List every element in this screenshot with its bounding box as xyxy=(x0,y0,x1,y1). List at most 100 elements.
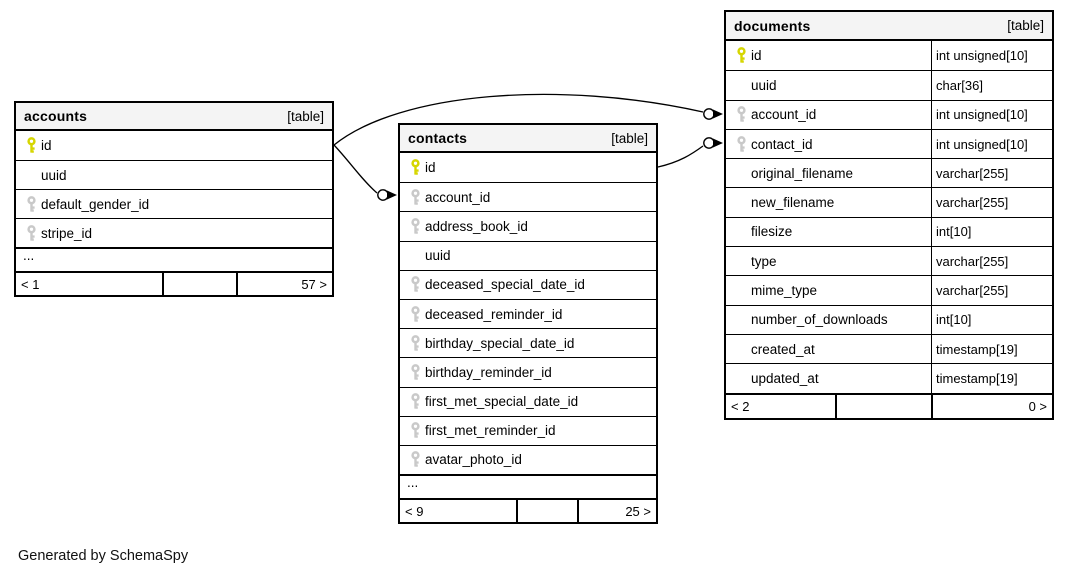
column-name: default_gender_id xyxy=(41,196,150,212)
column-type: int[10] xyxy=(931,305,1052,334)
column-row-new_filename: new_filename varchar[255] xyxy=(726,187,1052,217)
column-row-avatar_photo_id: avatar_photo_id xyxy=(400,444,656,475)
foreign-key-icon xyxy=(16,224,41,242)
column-row-number_of_downloads: number_of_downloads int[10] xyxy=(726,304,1052,334)
column-name: first_met_special_date_id xyxy=(425,394,579,410)
column-row-uuid: uuid char[36] xyxy=(726,70,1052,100)
primary-key-icon xyxy=(16,137,41,154)
column-name: id xyxy=(41,138,52,153)
footer-left-cell: < 2 xyxy=(731,398,750,414)
column-row-id: id int unsigned[10] xyxy=(726,41,1052,71)
column-name: address_book_id xyxy=(425,218,528,234)
column-name: created_at xyxy=(751,341,815,357)
column-name: uuid xyxy=(751,77,777,93)
column-name: account_id xyxy=(425,189,491,205)
generated-by-note: Generated by SchemaSpy xyxy=(18,548,189,564)
table-tag: [table] xyxy=(287,108,324,124)
foreign-key-icon xyxy=(726,106,751,123)
column-name: id xyxy=(425,160,436,176)
footer-right-cell: 57 > xyxy=(236,273,332,295)
truncated-columns-row: ... xyxy=(16,247,332,271)
table-name: documents xyxy=(734,17,811,34)
foreign-key-icon xyxy=(400,334,425,352)
column-name: deceased_reminder_id xyxy=(425,306,563,322)
column-name: birthday_reminder_id xyxy=(425,364,552,380)
ellipsis-text: ... xyxy=(23,248,35,263)
relationship-accounts.id-to-contacts.account_id xyxy=(333,144,397,201)
column-name: contact_id xyxy=(751,136,813,152)
table-header-contacts[interactable]: contacts[table] xyxy=(400,125,656,153)
footer-right-cell: 0 > xyxy=(931,394,1052,418)
column-row-filesize: filesize int[10] xyxy=(726,216,1052,247)
column-type: varchar[255] xyxy=(931,276,1052,305)
arrowhead-marker xyxy=(387,190,397,200)
footer-right-cell: 25 > xyxy=(577,500,656,523)
column-name: filesize xyxy=(751,224,793,240)
column-name: avatar_photo_id xyxy=(425,452,522,468)
column-name: birthday_special_date_id xyxy=(425,335,575,351)
column-name: original_filename xyxy=(751,165,854,181)
cardinality-circle-marker xyxy=(377,189,389,201)
column-type: int unsigned[10] xyxy=(931,41,1052,71)
column-type: int[10] xyxy=(931,217,1052,247)
foreign-key-icon xyxy=(726,135,751,153)
column-name: first_met_reminder_id xyxy=(425,423,556,439)
foreign-key-icon xyxy=(400,188,425,206)
column-row-created_at: created_at timestamp[19] xyxy=(726,333,1052,364)
table-contacts[interactable]: contacts[table] id account_id address_book_… xyxy=(398,123,658,525)
foreign-key-icon xyxy=(400,305,425,323)
column-name: updated_at xyxy=(751,370,819,386)
column-row-id: id xyxy=(16,131,332,160)
table-tag: [table] xyxy=(1007,18,1044,33)
column-row-deceased_reminder_id: deceased_reminder_id xyxy=(400,298,656,329)
column-type: int unsigned[10] xyxy=(931,129,1052,159)
column-row-address_book_id: address_book_id xyxy=(400,211,656,241)
column-name: deceased_special_date_id xyxy=(425,277,585,293)
table-documents[interactable]: documents [table] id int unsigned[10] uuid ch… xyxy=(724,10,1054,420)
table-header-accounts[interactable]: accounts[table] xyxy=(16,103,332,131)
footer-center-cell xyxy=(162,273,236,295)
arrowhead-marker xyxy=(713,138,723,148)
table-footer-contacts: < 9 25 > xyxy=(400,498,656,523)
column-name: id xyxy=(751,48,762,64)
column-row-id: id xyxy=(400,153,656,183)
column-type: varchar[255] xyxy=(931,159,1052,188)
column-row-uuid: uuid xyxy=(16,160,332,189)
table-footer-documents: < 2 0 > xyxy=(726,392,1052,418)
column-name: mime_type xyxy=(751,283,818,299)
cardinality-circle-marker xyxy=(703,137,715,149)
truncated-columns-row: ... xyxy=(400,474,656,499)
column-row-default_gender_id: default_gender_id xyxy=(16,189,332,218)
column-name: account_id xyxy=(751,107,817,123)
column-type: timestamp[19] xyxy=(931,364,1052,393)
column-row-birthday_reminder_id: birthday_reminder_id xyxy=(400,357,656,387)
column-type: varchar[255] xyxy=(931,188,1052,217)
column-name: number_of_downloads xyxy=(751,312,888,328)
column-name: type xyxy=(751,253,777,269)
footer-left-cell: < 1 xyxy=(21,276,40,292)
table-footer-accounts: < 1 57 > xyxy=(16,271,332,295)
column-row-first_met_special_date_id: first_met_special_date_id xyxy=(400,386,656,416)
column-row-uuid: uuid xyxy=(400,240,656,270)
column-row-deceased_special_date_id: deceased_special_date_id xyxy=(400,269,656,299)
relationship-line xyxy=(333,144,378,194)
column-name: new_filename xyxy=(751,195,835,211)
footer-left-cell: < 9 xyxy=(405,503,424,519)
relationship-contacts.id-to-documents.contact_id xyxy=(657,137,723,168)
column-type: char[36] xyxy=(931,71,1052,100)
column-row-first_met_reminder_id: first_met_reminder_id xyxy=(400,415,656,445)
column-row-contact_id: contact_id int unsigned[10] xyxy=(726,128,1052,159)
table-tag: [table] xyxy=(611,130,648,146)
foreign-key-icon xyxy=(400,364,425,381)
ellipsis-text: ... xyxy=(407,475,419,491)
column-type: timestamp[19] xyxy=(931,334,1052,364)
primary-key-icon xyxy=(400,159,425,176)
column-name: stripe_id xyxy=(41,225,93,241)
column-row-updated_at: updated_at timestamp[19] xyxy=(726,363,1052,393)
table-header-documents[interactable]: documents [table] xyxy=(726,12,1052,41)
foreign-key-icon xyxy=(16,195,41,213)
foreign-key-icon xyxy=(400,276,425,293)
